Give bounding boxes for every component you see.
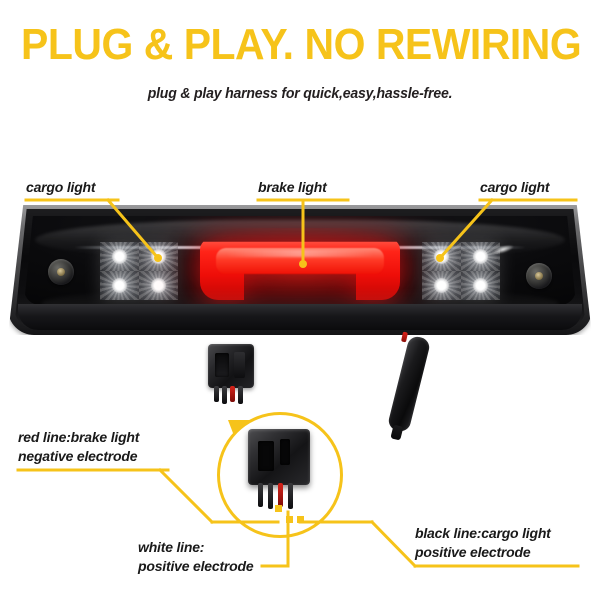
led-lens [139,271,178,300]
wire-red [230,386,235,402]
wiring-harness [0,330,600,600]
callout-label-line1: black line:cargo light [415,525,551,541]
led-lens [100,242,139,271]
harness-connector-zoomed [248,429,310,509]
brake-bar-highlight [226,250,374,257]
wire-white [214,386,219,402]
connector-slot [280,439,290,465]
lamp-lower-lip [18,304,582,330]
led-lens [461,271,500,300]
wire-black [238,386,243,404]
callout-brake-light: brake light [258,178,327,197]
callout-label-line2: negative electrode [18,448,138,464]
connector-latch [234,352,245,378]
callout-cargo-light-right: cargo light [480,178,550,197]
callout-label-line2: positive electrode [138,558,254,574]
wire-red [278,483,283,507]
callout-cargo-light-left: cargo light [26,178,96,197]
harness-connector-small [208,344,254,404]
connector-body [208,344,254,388]
red-wire-tip [401,331,408,343]
callout-label: cargo light [26,179,96,195]
led-lens [139,242,178,271]
gloss-bottom [40,287,560,305]
screw-icon [48,259,74,285]
callout-red-line: red line:brake light negative electrode [18,428,139,466]
connector-slot [258,441,274,471]
callout-white-line: white line: positive electrode [138,538,254,576]
callout-label-line1: red line:brake light [18,429,140,445]
callout-label: brake light [258,179,327,195]
wire-white [258,483,263,507]
brake-light-product-image [8,205,592,335]
callout-label: cargo light [480,179,550,195]
magnifier-circle-icon [217,412,343,538]
led-lens [100,271,139,300]
page-subtitle: plug & play harness for quick,easy,hassl… [147,86,453,102]
cable-grommet [386,334,432,434]
led-lens [422,271,461,300]
led-lens [461,242,500,271]
page-title: PLUG & PLAY. NO REWIRING [21,20,582,69]
wire-black [288,483,293,509]
callout-label-line2: positive electrode [415,544,531,560]
led-lens [422,242,461,271]
lamp-lens-face [24,216,576,305]
screw-icon [526,263,552,289]
wire-black [222,386,227,404]
wire-black [268,483,273,509]
callout-label-line1: white line: [138,539,205,555]
callout-black-line: black line:cargo light positive electrod… [415,524,551,562]
